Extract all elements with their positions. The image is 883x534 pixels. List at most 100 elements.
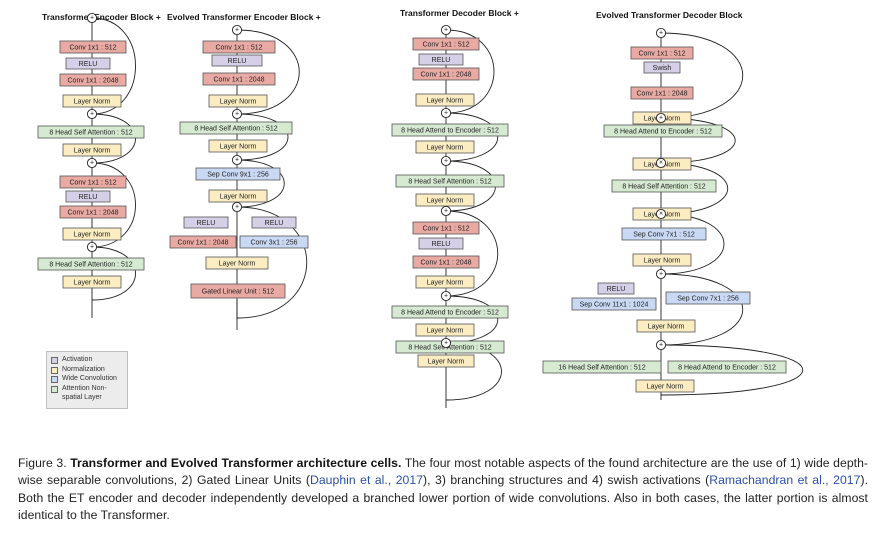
- node-label: RELU: [607, 286, 626, 293]
- conv-node: [59, 73, 127, 87]
- conv-node: [59, 175, 127, 189]
- node-label: Layer Norm: [648, 324, 685, 331]
- op-symbol: +: [444, 293, 448, 300]
- conv-node: [202, 72, 276, 86]
- relu-node: [418, 53, 464, 66]
- block-title: Transformer Decoder Block +: [400, 8, 519, 18]
- layer-norm-node: [62, 275, 122, 289]
- conv-node: [630, 86, 694, 100]
- relu-node: [418, 237, 464, 250]
- node-label: Layer Norm: [427, 280, 464, 287]
- attention-node: [179, 121, 293, 135]
- op-symbol: +: [659, 30, 663, 37]
- layer-norm-node: [62, 94, 122, 108]
- node-label: 8 Head Self Attention : 512: [49, 262, 132, 269]
- node-label: Layer Norm: [220, 99, 257, 106]
- node-label: RELU: [79, 194, 98, 201]
- node-label: 8 Head Self Attention : 512: [49, 130, 132, 137]
- relu-node: [597, 282, 635, 295]
- caption-text-3: ). Both the ET encoder and decoder indep…: [18, 473, 869, 522]
- glu-node: [190, 283, 286, 299]
- op-symbol: +: [235, 157, 239, 164]
- block-title: Evolved Transformer Encoder Block +: [167, 12, 321, 22]
- node-label: Layer Norm: [220, 144, 257, 151]
- attention-node: [667, 360, 787, 374]
- caption-figure-number: Figure 3.: [18, 456, 67, 470]
- citation-ramachandran[interactable]: Ramachandran et al., 2017: [709, 473, 861, 488]
- residual-connection: [660, 273, 743, 346]
- layer-norm-node: [632, 253, 692, 267]
- residual-connection: [91, 113, 136, 164]
- legend-item: Activation: [51, 355, 123, 365]
- legend-swatch: [51, 376, 58, 383]
- node-label: Gated Linear Unit : 512: [202, 289, 274, 296]
- layer-norm-node: [415, 140, 475, 154]
- legend-swatch: [51, 357, 58, 364]
- op-symbol: +: [235, 27, 239, 34]
- node-label: Sep Conv 7x1 : 256: [677, 296, 739, 303]
- op-symbol: ×: [659, 211, 663, 218]
- residual-connection: [236, 159, 285, 208]
- node-label: RELU: [228, 58, 247, 65]
- layer-norm-node: [208, 94, 268, 108]
- layer-norm-node: [208, 189, 268, 203]
- legend-item: Attention Non-spatial Layer: [51, 384, 123, 403]
- caption-text-1: The four most notable aspects of the fou…: [18, 456, 869, 488]
- node-label: Layer Norm: [428, 359, 465, 366]
- node-label: Sep Conv 11x1 : 1024: [580, 302, 649, 309]
- layer-norm-node: [417, 354, 475, 368]
- op-node: [440, 24, 452, 36]
- op-symbol: +: [444, 27, 448, 34]
- op-node: [440, 155, 452, 167]
- node-label: RELU: [197, 220, 216, 227]
- node-label: Sep Conv 9x1 : 256: [207, 172, 269, 179]
- node-label: Conv 1x1 : 2048: [637, 91, 688, 98]
- residual-connection: [660, 32, 744, 119]
- conv-node: [630, 46, 694, 60]
- conv-node: [412, 255, 480, 269]
- node-label: 8 Head Attend to Encoder : 512: [678, 365, 776, 372]
- architecture-figure: Transformer Encoder Block +Evolved Trans…: [37, 8, 803, 408]
- layer-norm-node: [208, 139, 268, 153]
- op-node: [655, 339, 667, 351]
- sep-conv-node: [621, 227, 707, 241]
- op-symbol: +: [90, 160, 94, 167]
- layer-norm-node: [415, 275, 475, 289]
- residual-connection: [91, 17, 136, 115]
- node-label: Conv 1x1 : 2048: [421, 260, 472, 267]
- node-label: Layer Norm: [74, 280, 111, 287]
- node-label: Conv 1x1 : 512: [215, 45, 262, 52]
- citation-dauphin[interactable]: Dauphin et al., 2017: [309, 473, 424, 488]
- attention-node: [391, 123, 509, 137]
- node-label: 8 Head Attend to Encoder : 512: [401, 128, 499, 135]
- op-symbol: +: [444, 208, 448, 215]
- figure-caption: Figure 3. Transformer and Evolved Transf…: [18, 455, 868, 524]
- attention-node: [37, 125, 145, 139]
- op-node: [440, 290, 452, 302]
- op-node: [440, 205, 452, 217]
- layer-norm-node: [62, 143, 122, 157]
- node-label: 8 Head Attend to Encoder : 512: [614, 129, 712, 136]
- node-label: Layer Norm: [427, 328, 464, 335]
- sep-conv-node: [571, 297, 657, 311]
- residual-connection: [91, 246, 136, 301]
- legend-swatch: [51, 366, 58, 374]
- op-node: [655, 268, 667, 280]
- node-label: 8 Head Attend to Encoder : 512: [401, 310, 499, 317]
- legend-label: Normalization: [62, 365, 105, 373]
- node-label: Conv 1x1 : 512: [69, 180, 116, 187]
- residual-connection: [91, 162, 136, 248]
- conv-node: [169, 235, 237, 249]
- op-node: [86, 12, 98, 24]
- node-label: Conv 1x1 : 2048: [421, 72, 472, 79]
- node-label: Layer Norm: [427, 98, 464, 105]
- op-node: [655, 27, 667, 39]
- op-node: [231, 24, 243, 36]
- attention-node: [611, 179, 717, 193]
- op-symbol: +: [659, 342, 663, 349]
- node-label: Conv 1x1 : 512: [69, 45, 116, 52]
- op-symbol: +: [444, 110, 448, 117]
- relu-node: [251, 216, 297, 229]
- node-label: Layer Norm: [74, 99, 111, 106]
